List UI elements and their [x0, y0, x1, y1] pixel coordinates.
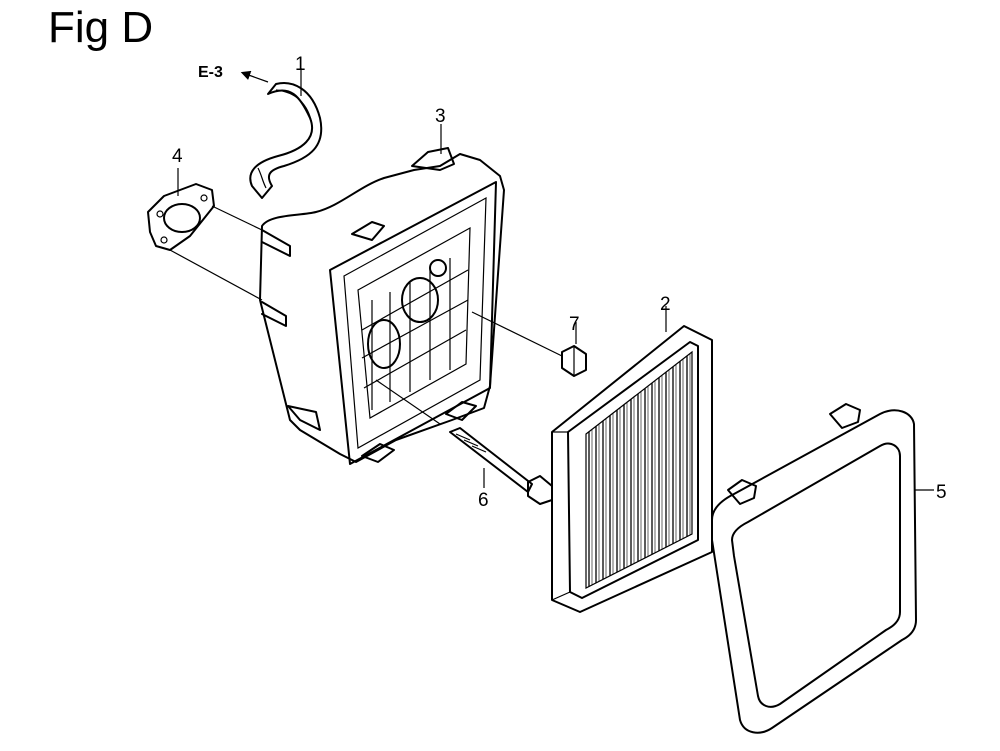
reference-e3: E-3	[198, 64, 269, 83]
callout-7: 7	[569, 314, 580, 335]
part-3-air-cleaner-case: 3	[259, 106, 505, 465]
reference-arrow	[240, 70, 269, 83]
part-4-gasket: 4	[147, 146, 263, 301]
figure-title: Fig D	[48, 3, 154, 52]
callout-1: 1	[295, 54, 306, 75]
callout-4: 4	[172, 146, 183, 167]
callout-2: 2	[660, 294, 671, 315]
part-2-filter-element: 2	[551, 294, 713, 613]
callout-6: 6	[478, 490, 489, 511]
part-7-bolt: 7	[471, 311, 587, 377]
part-1-breather-hose: 1	[249, 54, 323, 199]
callout-3: 3	[435, 106, 446, 127]
callout-5: 5	[936, 482, 947, 503]
reference-label: E-3	[198, 64, 223, 81]
part-5-cover: 5	[711, 403, 947, 734]
